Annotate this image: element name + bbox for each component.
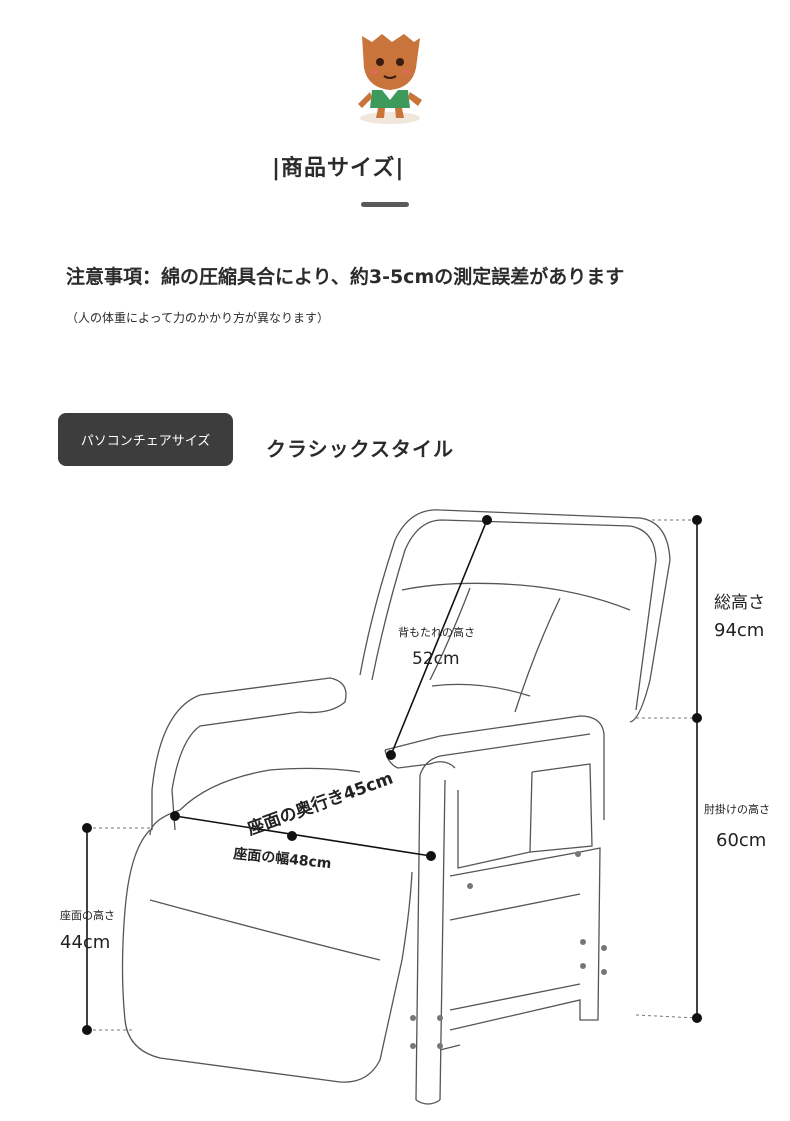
measurement-lines xyxy=(82,515,702,1035)
section-title: |商品サイズ| xyxy=(272,156,405,181)
category-chip: パソコンチェアサイズ xyxy=(58,413,233,466)
total-height-value: 94cm xyxy=(714,620,764,641)
seat-height-label: 座面の高さ xyxy=(60,908,115,922)
style-label: クラシックスタイル xyxy=(266,437,454,461)
chair-illustration xyxy=(121,509,671,1105)
category-chip-label: パソコンチェアサイズ xyxy=(80,434,211,449)
title-underline xyxy=(361,202,409,207)
backrest-height-value: 52cm xyxy=(412,649,460,669)
seat-depth-label: 座面の奥行き45cm xyxy=(245,767,396,839)
seat-width-label: 座面の幅48cm xyxy=(233,845,333,872)
armrest-height-label: 肘掛けの高さ xyxy=(704,802,770,816)
total-height-label: 総高さ xyxy=(714,593,765,613)
backrest-height-label: 背もたれの高さ xyxy=(398,625,475,639)
chair-dimension-diagram: 総高さ 94cm 肘掛けの高さ 60cm 背もたれの高さ 52cm 座面の高さ … xyxy=(60,509,770,1105)
armrest-height-value: 60cm xyxy=(716,830,766,851)
notice-subtext: （人の体重によって力のかかり方が異なります） xyxy=(66,311,330,325)
mascot-icon xyxy=(358,34,422,124)
notice-text: 注意事項：綿の圧縮具合により、約3-5cmの測定誤差があります xyxy=(66,266,625,288)
seat-height-value: 44cm xyxy=(60,932,110,953)
